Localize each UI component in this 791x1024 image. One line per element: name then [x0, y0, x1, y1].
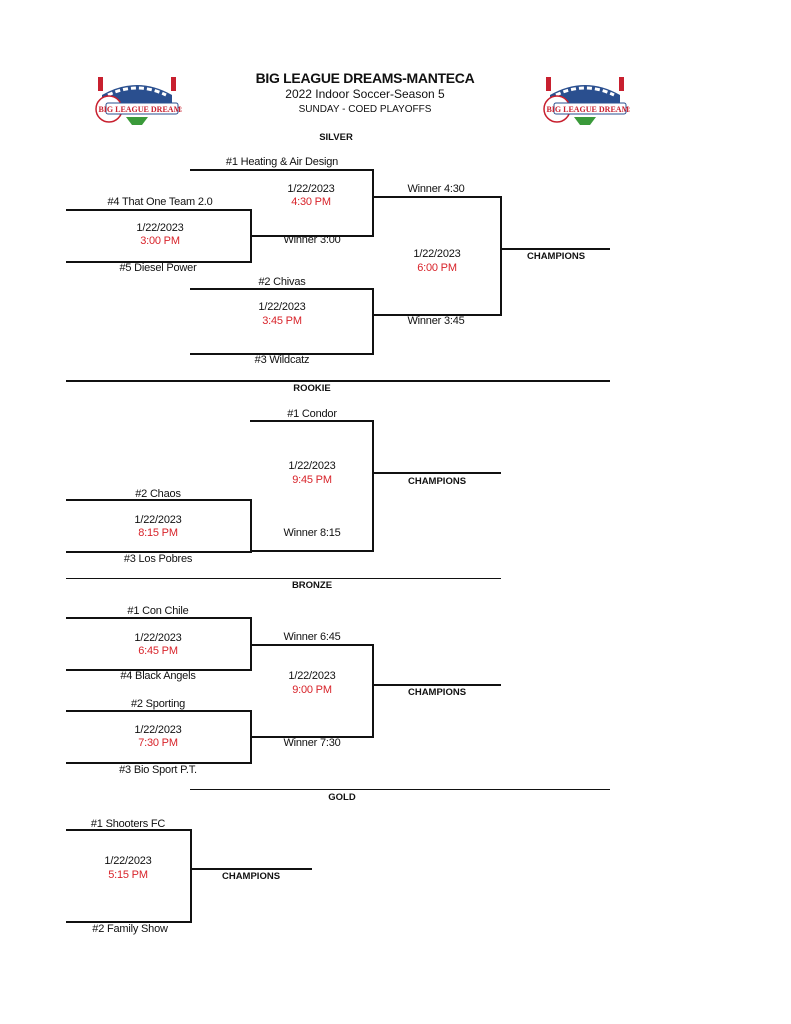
game-date: 1/22/2023: [136, 222, 184, 234]
champions-label: CHAMPIONS: [407, 687, 467, 698]
bracket-line: [66, 762, 252, 764]
winner-label: Winner 6:45: [283, 631, 341, 643]
team-label: #1 Con Chile: [127, 605, 189, 617]
section-label-bronze: BRONZE: [291, 580, 333, 591]
game-time: 6:45 PM: [138, 645, 178, 657]
bracket-line: [66, 261, 252, 263]
stadium-logo-icon: BIG LEAGUE DREAMS: [95, 77, 186, 125]
stadium-logo-icon: BIG LEAGUE DREAMS: [543, 77, 634, 125]
logo-left: BIG LEAGUE DREAMS: [92, 73, 186, 128]
bracket-line: [66, 209, 251, 211]
bracket-line: [66, 617, 251, 619]
bracket-line: [372, 644, 374, 737]
team-label: #2 Family Show: [92, 923, 168, 935]
bracket-line: [66, 710, 251, 712]
team-label: #4 Black Angels: [120, 670, 196, 682]
game-date: 1/22/2023: [258, 301, 306, 313]
bracket-line: [500, 248, 610, 250]
team-label: #3 Bio Sport P.T.: [119, 764, 197, 776]
bracket-line: [250, 710, 252, 763]
logo-text: BIG LEAGUE DREAMS: [98, 105, 182, 114]
game-time: 3:45 PM: [262, 315, 302, 327]
bracket-line: [372, 314, 502, 316]
bracket-line: [250, 550, 374, 552]
bracket-line: [190, 288, 373, 290]
team-label: #2 Sporting: [130, 698, 186, 710]
champions-label: CHAMPIONS: [526, 251, 586, 262]
page-subtitle: 2022 Indoor Soccer-Season 5: [285, 87, 445, 101]
winner-label: Winner 7:30: [283, 737, 341, 749]
game-time: 9:00 PM: [292, 684, 332, 696]
team-label: #5 Diesel Power: [119, 262, 197, 274]
logo-right: BIG LEAGUE DREAMS: [540, 73, 634, 128]
game-date: 1/22/2023: [288, 460, 336, 472]
section-label-rookie: ROOKIE: [293, 383, 331, 394]
game-date: 1/22/2023: [134, 724, 182, 736]
game-date: 1/22/2023: [104, 855, 152, 867]
bracket-line: [66, 669, 252, 671]
team-label: #4 That One Team 2.0: [107, 196, 213, 208]
team-label: #1 Condor: [287, 408, 337, 420]
game-time: 7:30 PM: [138, 737, 178, 749]
bracket-line: [250, 209, 252, 262]
team-label: #3 Wildcatz: [254, 354, 310, 366]
bracket-line: [250, 736, 374, 738]
bracket-line: [190, 829, 192, 922]
bracket-line: [66, 551, 252, 553]
page-subheading: SUNDAY - COED PLAYOFFS: [298, 104, 432, 115]
bracket-line: [250, 235, 374, 237]
bracket-line: [66, 499, 251, 501]
bracket-line: [250, 617, 252, 670]
bracket-line: [372, 169, 374, 236]
section-label-gold: GOLD: [328, 792, 356, 803]
team-label: #1 Heating & Air Design: [225, 156, 339, 168]
game-time: 6:00 PM: [417, 262, 457, 274]
section-divider: [190, 789, 610, 790]
team-label: #2 Chaos: [135, 488, 181, 500]
game-date: 1/22/2023: [288, 670, 336, 682]
game-time: 5:15 PM: [108, 869, 148, 881]
winner-label: Winner 4:30: [407, 183, 465, 195]
winner-label: Winner 3:45: [407, 315, 465, 327]
winner-label: Winner 3:00: [283, 234, 341, 246]
game-date: 1/22/2023: [287, 183, 335, 195]
game-time: 4:30 PM: [291, 196, 331, 208]
bracket-line: [372, 420, 374, 551]
section-label-silver: SILVER: [319, 132, 353, 143]
bracket-line: [372, 288, 374, 354]
bracket-line: [190, 868, 312, 870]
bracket-line: [500, 196, 502, 315]
game-date: 1/22/2023: [413, 248, 461, 260]
game-time: 9:45 PM: [292, 474, 332, 486]
game-time: 8:15 PM: [138, 527, 178, 539]
bracket-line: [372, 472, 501, 474]
champions-label: CHAMPIONS: [221, 871, 281, 882]
section-divider: [66, 380, 610, 382]
bracket-line: [66, 829, 191, 831]
bracket-line: [372, 684, 501, 686]
section-divider: [66, 578, 501, 579]
bracket-line: [250, 420, 373, 422]
team-label: #3 Los Pobres: [123, 553, 193, 565]
bracket-line: [190, 169, 373, 171]
champions-label: CHAMPIONS: [407, 476, 467, 487]
team-label: #2 Chivas: [258, 276, 306, 288]
game-date: 1/22/2023: [134, 632, 182, 644]
team-label: #1 Shooters FC: [90, 818, 166, 830]
game-date: 1/22/2023: [134, 514, 182, 526]
game-time: 3:00 PM: [140, 235, 180, 247]
bracket-line: [250, 644, 373, 646]
bracket-line: [372, 196, 501, 198]
page-title: BIG LEAGUE DREAMS-MANTECA: [255, 70, 475, 86]
bracket-line: [250, 499, 252, 552]
logo-text: BIG LEAGUE DREAMS: [546, 105, 630, 114]
winner-label: Winner 8:15: [283, 527, 341, 539]
bracket-line: [66, 921, 192, 923]
bracket-line: [190, 353, 374, 355]
